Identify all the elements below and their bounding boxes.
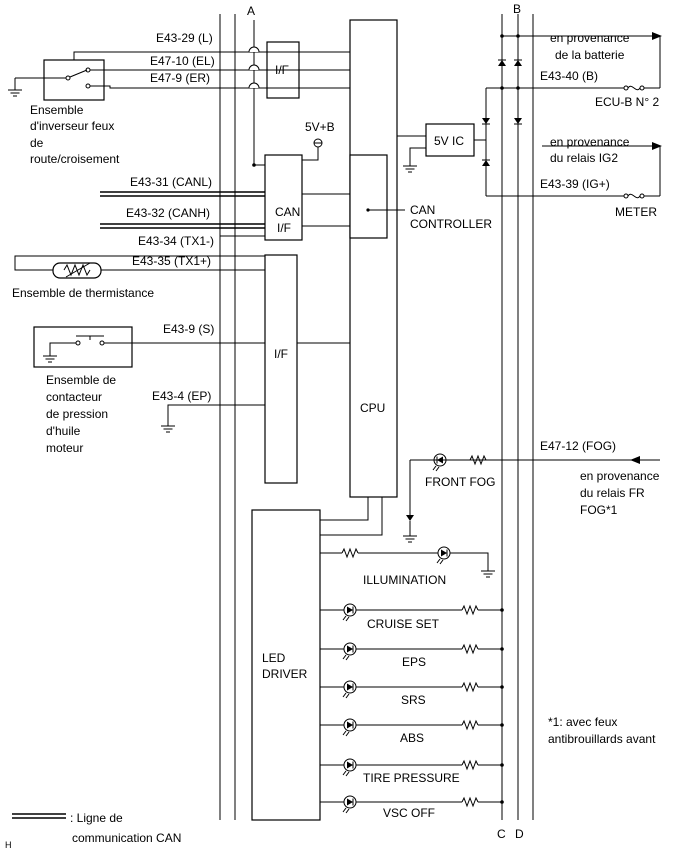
rail-c-label: C bbox=[497, 827, 506, 841]
wire-e47-12: E47-12 (FOG) bbox=[540, 439, 616, 453]
wire-e43-40: E43-40 (B) bbox=[540, 69, 598, 83]
legend-label-1: : Ligne de bbox=[70, 811, 123, 825]
indicator-eps: EPS bbox=[320, 642, 504, 669]
wire-e43-29: E43-29 (L) bbox=[156, 31, 213, 45]
if-mid-label: I/F bbox=[274, 347, 288, 361]
batt-label-2: de la batterie bbox=[555, 48, 625, 62]
wire-e43-9: E43-9 (S) bbox=[163, 322, 214, 336]
footnote-line-1: *1: avec feux bbox=[548, 715, 617, 729]
ig2-label-1: en provenance bbox=[550, 135, 630, 149]
legend-label-2: communication CAN bbox=[72, 831, 181, 845]
indicator-vsc-off-label: VSC OFF bbox=[383, 806, 435, 820]
5v-b-label: 5V+B bbox=[305, 120, 335, 134]
led-driver-label-1: LED bbox=[262, 651, 286, 665]
indicator-tire-pressure: TIRE PRESSURE bbox=[320, 758, 504, 785]
batt-label-1: en provenance bbox=[550, 31, 630, 45]
can-if-label-2: I/F bbox=[277, 221, 291, 235]
fog-label-3: FOG*1 bbox=[580, 503, 618, 517]
oil-label-3: de pression bbox=[46, 407, 108, 421]
oil-label-5: moteur bbox=[46, 441, 83, 455]
wire-e47-9: E47-9 (ER) bbox=[150, 71, 210, 85]
indicator-cruise-set-label: CRUISE SET bbox=[367, 617, 440, 631]
led-driver-label-2: DRIVER bbox=[262, 667, 308, 681]
can-if-label-1: CAN bbox=[275, 205, 300, 219]
thermistor-label: Ensemble de thermistance bbox=[12, 286, 154, 300]
wire-e47-10: E47-10 (EL) bbox=[150, 54, 215, 68]
fuse-meter-label: METER bbox=[615, 205, 657, 219]
wire-e43-39: E43-39 (IG+) bbox=[540, 177, 610, 191]
footnote-line-2: antibrouillards avant bbox=[548, 732, 656, 746]
if-mid-block bbox=[264, 254, 298, 484]
dimmer-label-4: route/croisement bbox=[30, 152, 120, 166]
wire-e43-31: E43-31 (CANL) bbox=[130, 175, 212, 189]
rail-a-label: A bbox=[247, 4, 255, 18]
wire-e43-34: E43-34 (TX1-) bbox=[138, 234, 214, 248]
front-fog-label: FRONT FOG bbox=[425, 475, 495, 489]
indicator-tire-pressure-label: TIRE PRESSURE bbox=[363, 771, 460, 785]
wire-e43-4: E43-4 (EP) bbox=[152, 389, 211, 403]
dimmer-label-1: Ensemble bbox=[30, 103, 84, 117]
indicator-abs-label: ABS bbox=[400, 731, 424, 745]
can-controller-label-1: CAN bbox=[410, 203, 435, 217]
led-driver-block bbox=[251, 509, 321, 821]
indicator-cruise-set: CRUISE SET bbox=[320, 603, 504, 631]
indicator-vsc-off: VSC OFF bbox=[320, 795, 504, 820]
indicator-srs: SRS bbox=[320, 680, 504, 707]
indicator-illumination-label: ILLUMINATION bbox=[363, 573, 446, 587]
dimmer-switch-box bbox=[43, 59, 105, 101]
can-if-block bbox=[264, 154, 303, 241]
ig2-label-2: du relais IG2 bbox=[550, 151, 618, 165]
wire-e43-35: E43-35 (TX1+) bbox=[132, 254, 211, 268]
oil-label-1: Ensemble de bbox=[46, 373, 116, 387]
fog-label-1: en provenance bbox=[580, 469, 660, 483]
dimmer-label-2: d'inverseur feux bbox=[30, 119, 114, 133]
wire-e43-32: E43-32 (CANH) bbox=[126, 206, 210, 220]
can-controller-label-2: CONTROLLER bbox=[410, 217, 492, 231]
oil-label-2: contacteur bbox=[46, 390, 102, 404]
can-controller-block bbox=[349, 154, 388, 239]
5v-ic-label: 5V IC bbox=[434, 134, 464, 148]
5v-ic-block bbox=[425, 123, 475, 157]
corner-mark: H bbox=[5, 840, 12, 850]
oil-label-4: d'huile bbox=[46, 424, 81, 438]
fuse-ecub-label: ECU-B N° 2 bbox=[595, 95, 659, 109]
cpu-block bbox=[349, 19, 398, 498]
indicator-eps-label: EPS bbox=[402, 655, 426, 669]
indicator-srs-label: SRS bbox=[401, 693, 426, 707]
indicator-abs: ABS bbox=[320, 718, 504, 745]
cpu-label: CPU bbox=[360, 401, 385, 415]
fog-label-2: du relais FR bbox=[580, 486, 645, 500]
rail-b-label: B bbox=[513, 2, 521, 16]
rail-d-label: D bbox=[515, 827, 524, 841]
dimmer-label-3: de bbox=[30, 136, 44, 150]
oil-switch-box bbox=[33, 326, 133, 368]
